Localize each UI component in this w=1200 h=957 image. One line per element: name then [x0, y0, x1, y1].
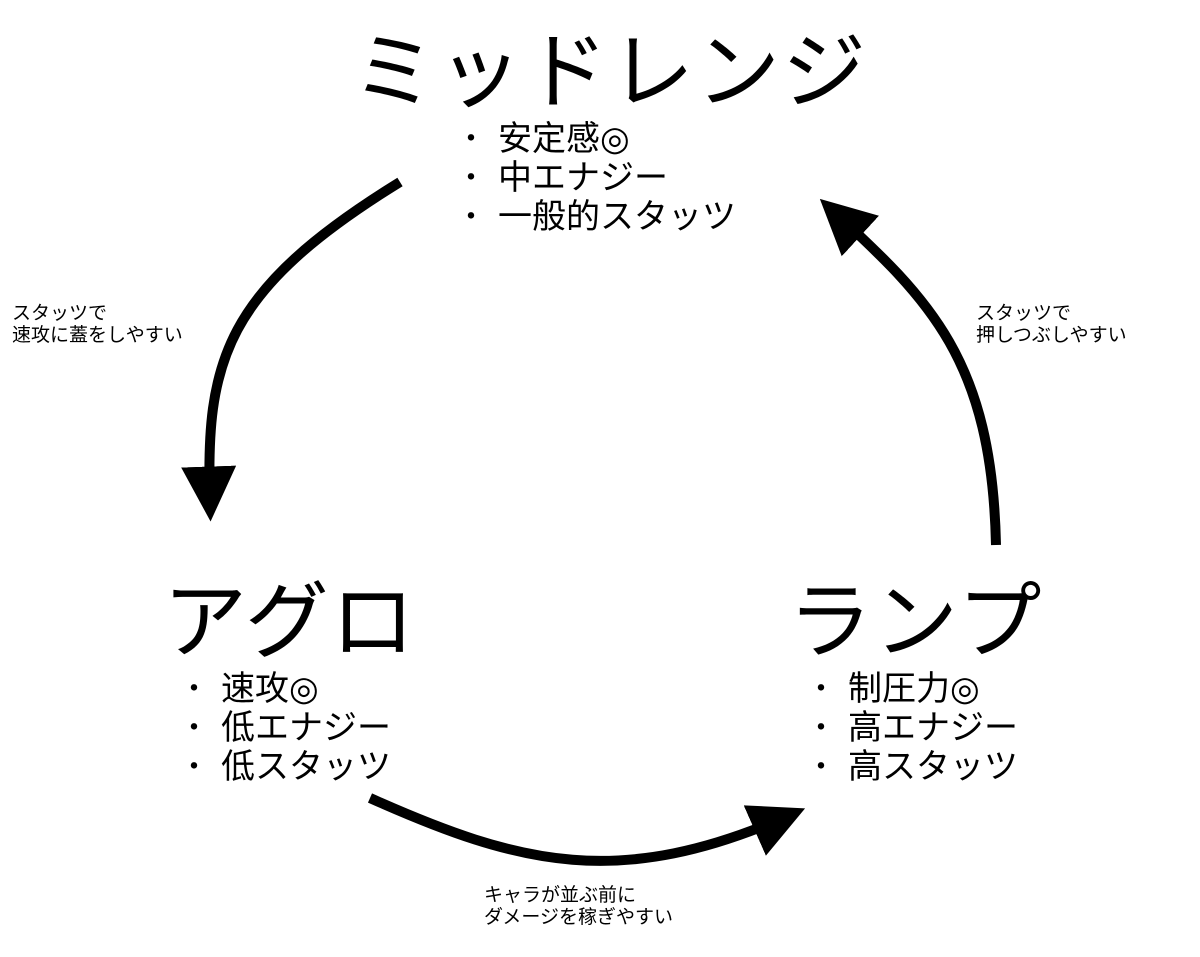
attribute-list-ramp: ・制圧力◎ ・高エナジー ・高スタッツ — [806, 670, 1043, 787]
node-title-aggro: アグロ — [163, 573, 417, 671]
list-item: ・一般的スタッツ — [456, 197, 736, 237]
list-item: ・高スタッツ — [806, 747, 1018, 787]
list-item: ・速攻◎ — [179, 669, 319, 709]
arrow-ramp-to-midrange — [819, 198, 1001, 546]
arrow-midrange-to-aggro — [181, 177, 403, 522]
node-aggro: アグロ ・速攻◎ ・低エナジー ・低スタッツ — [163, 580, 417, 787]
list-item: ・低エナジー — [179, 708, 391, 748]
node-title-ramp: ランプ — [788, 573, 1044, 671]
list-item: ・制圧力◎ — [806, 669, 980, 709]
edge-label-aggro-to-ramp: キャラが並ぶ前に ダメージを稼ぎやすい — [484, 884, 674, 928]
node-title-midrange: ミッドレンジ — [352, 23, 869, 121]
attribute-list-midrange: ・安定感◎ ・中エナジー ・一般的スタッツ — [456, 120, 868, 237]
edge-label-midrange-to-aggro: スタッツで 速攻に蓋をしやすい — [12, 302, 183, 346]
list-item: ・高エナジー — [806, 708, 1018, 748]
list-item: ・中エナジー — [456, 158, 668, 198]
node-midrange: ミッドレンジ ・安定感◎ ・中エナジー ・一般的スタッツ — [352, 30, 868, 237]
arrow-aggro-to-ramp — [367, 793, 806, 866]
edge-label-ramp-to-midrange: スタッツで 押しつぶしやすい — [976, 302, 1127, 346]
list-item: ・低スタッツ — [179, 747, 391, 787]
node-ramp: ランプ ・制圧力◎ ・高エナジー ・高スタッツ — [788, 580, 1043, 787]
attribute-list-aggro: ・速攻◎ ・低エナジー ・低スタッツ — [179, 670, 417, 787]
list-item: ・安定感◎ — [456, 119, 630, 159]
